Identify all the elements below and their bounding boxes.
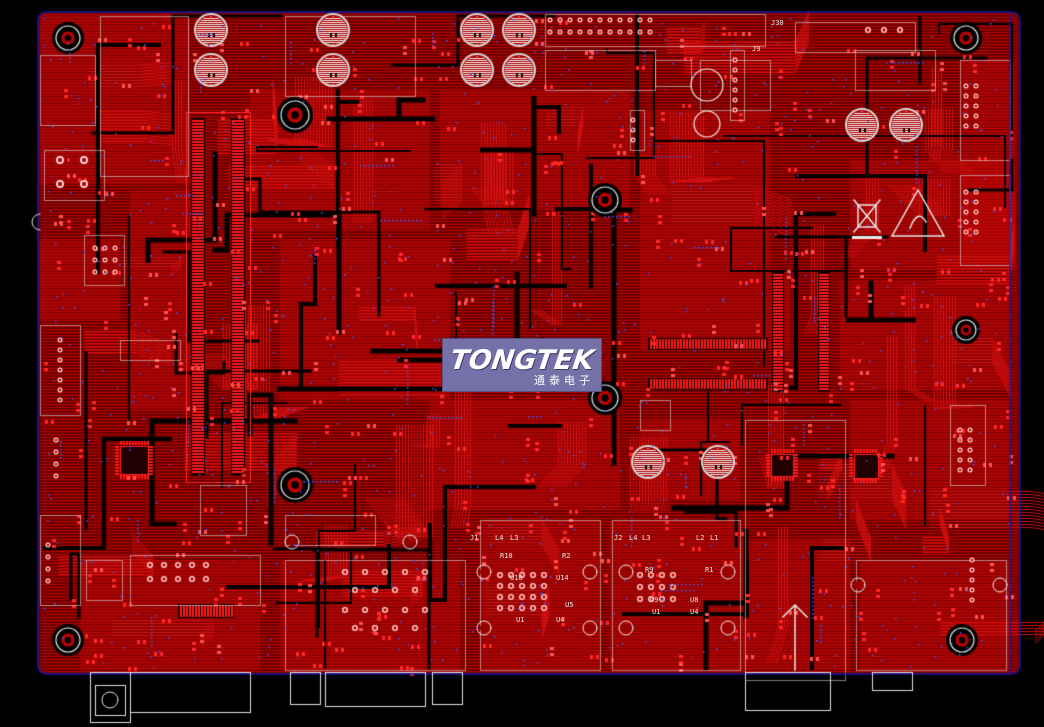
silk-label: J2 — [614, 534, 623, 542]
silk-label: R2 — [562, 552, 571, 560]
silk-label: L2 — [696, 534, 705, 542]
silk-label: L1 — [710, 534, 719, 542]
silk-label: U1 — [516, 616, 525, 624]
silk-label: J9 — [752, 45, 761, 53]
silk-label: U4 — [556, 616, 565, 624]
silk-label: U5 — [565, 601, 574, 609]
silk-label: U8 — [690, 596, 699, 604]
silk-label: U4 — [690, 608, 699, 616]
logo-sub-text: 通泰电子 — [534, 374, 594, 387]
silk-label: U14 — [556, 574, 569, 582]
silk-label: U18 — [510, 574, 523, 582]
silk-label: L3 — [642, 534, 651, 542]
silk-label: L4 — [495, 534, 504, 542]
silk-label: R1 — [705, 566, 714, 574]
silk-label: R10 — [500, 552, 513, 560]
tongtek-logo: TONGTEK 通泰电子 — [442, 338, 602, 392]
silk-label: L4 — [629, 534, 638, 542]
silk-label: R9 — [645, 566, 654, 574]
silk-label: U1 — [652, 608, 661, 616]
logo-main-text: TONGTEK — [448, 345, 596, 376]
silk-label: J1 — [470, 534, 479, 542]
silk-label: J30 — [771, 19, 784, 27]
silk-label: L3 — [510, 534, 519, 542]
silk-label: U9 — [650, 596, 659, 604]
